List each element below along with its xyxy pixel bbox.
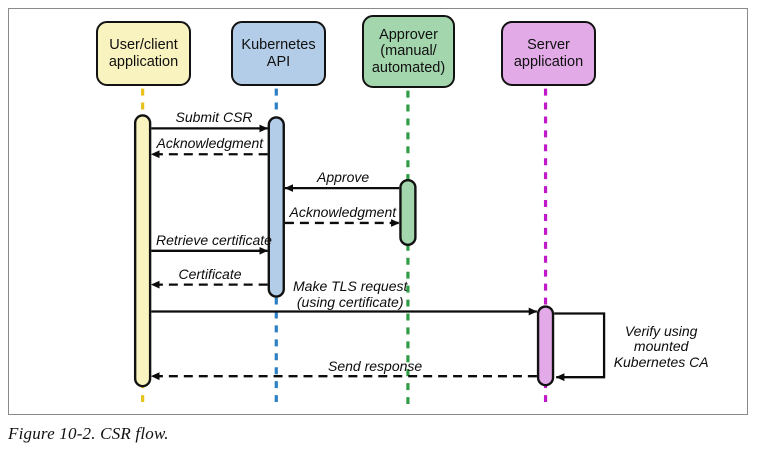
message-label-retrieve-certificate: Retrieve certificate	[156, 232, 272, 248]
figure-caption: Figure 10-2. CSR flow.	[8, 424, 169, 443]
activation-bar-server	[536, 305, 555, 387]
activation-bar-approver	[399, 178, 417, 247]
activation-bar-k8s	[267, 116, 285, 298]
message-label-make-tls-request: Make TLS request (using certificate)	[293, 278, 408, 310]
self-message-arrow-verify-using-ca	[554, 312, 606, 382]
message-label-certificate: Certificate	[178, 266, 242, 282]
activations-layer	[133, 114, 555, 388]
participant-label-approver: Approver(manual/automated)	[371, 27, 446, 76]
sequence-diagram	[133, 88, 606, 407]
activation-bar-user	[133, 114, 152, 388]
messages-layer	[150, 124, 606, 382]
participant-box-approver: Approver(manual/automated)	[362, 15, 455, 88]
message-label-ack-to-approver: Acknowledgment	[289, 204, 397, 220]
message-label-submit-csr: Submit CSR	[175, 109, 253, 125]
message-label-ack-to-user: Acknowledgment	[156, 135, 264, 151]
self-message-label-verify-using-ca: Verify using mounted Kubernetes CA	[613, 322, 709, 370]
message-label-send-response: Send response	[328, 358, 423, 374]
message-label-approve: Approve	[317, 169, 370, 185]
